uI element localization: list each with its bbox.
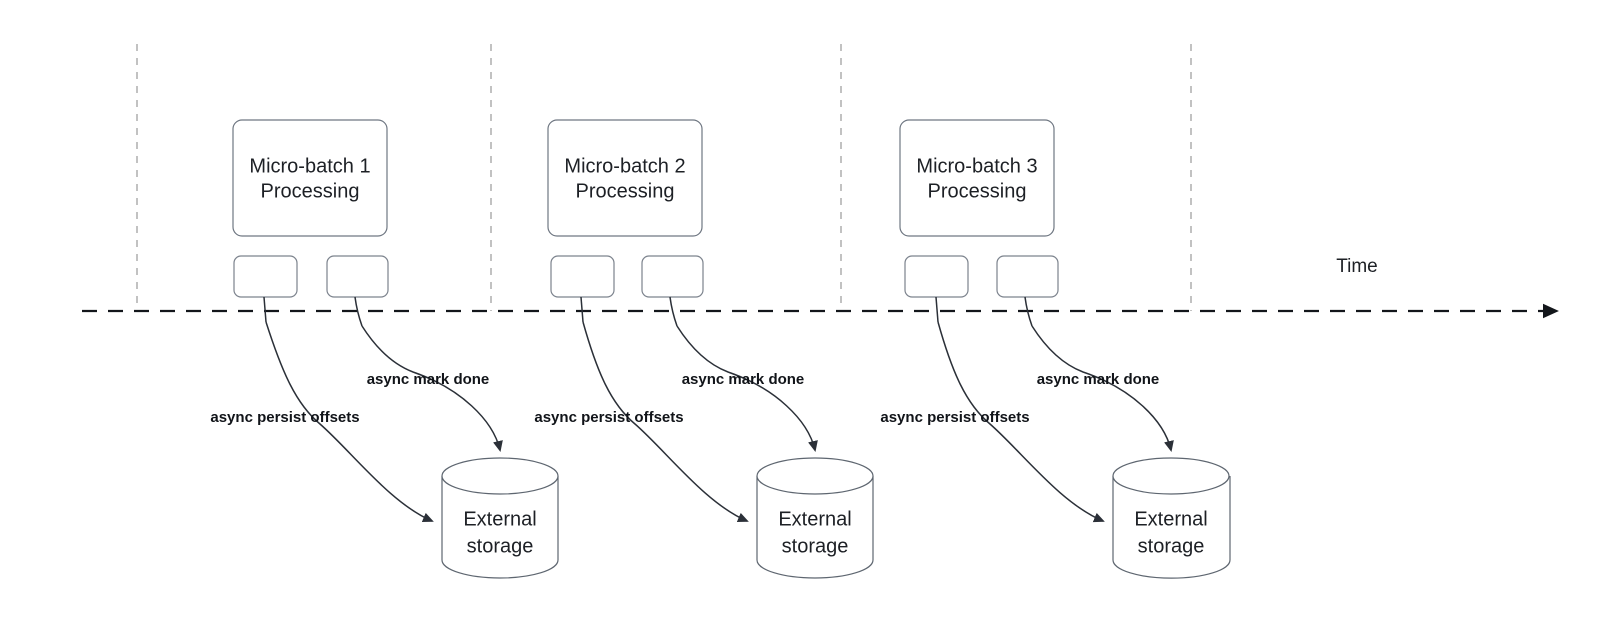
external-storage-cylinder-top-2 (756, 457, 874, 495)
micro-batch-1-stem-b (354, 296, 363, 327)
micro-batch-2-stem-b (669, 296, 678, 327)
micro-batch-3-label-line2: Processing (928, 180, 1027, 202)
external-storage-cylinder-top-1 (441, 457, 559, 495)
external-storage-cylinder-top-3 (1112, 457, 1230, 495)
async-mark-done-arrow-2 (676, 325, 818, 452)
async-persist-offsets-arrow-3 (937, 321, 1105, 523)
micro-batch-3-label-line1: Micro-batch 3 (916, 155, 1037, 177)
micro-batch-1-label-line1: Micro-batch 1 (249, 155, 370, 177)
micro-batch-2-task-box-b[interactable] (641, 255, 704, 298)
external-storage-label-3-line2: storage (1138, 535, 1205, 557)
timeline-axis: Time (82, 256, 1559, 319)
micro-batch-3-task-box-a[interactable] (904, 255, 969, 298)
micro-batch-1-task-box-a[interactable] (233, 255, 298, 298)
micro-batch-1-task-box-b[interactable] (326, 255, 389, 298)
batch-group-2: Micro-batch 2 Processing async persist o… (534, 119, 874, 579)
micro-batch-2-task-box-a[interactable] (550, 255, 615, 298)
batch-group-1: Micro-batch 1 Processing async persist o… (210, 119, 559, 579)
micro-batch-1-stem-a (263, 296, 267, 323)
micro-batch-2-box[interactable] (547, 119, 703, 237)
tick-line-group (136, 44, 1192, 311)
async-mark-done-arrow-3 (1031, 325, 1174, 452)
external-storage-cylinder-3[interactable] (1112, 476, 1231, 579)
async-persist-offsets-label-2: async persist offsets (534, 409, 683, 426)
external-storage-label-3-line1: External (1134, 508, 1207, 530)
async-persist-offsets-arrow-1 (265, 321, 434, 523)
async-persist-offsets-label-1: async persist offsets (210, 409, 359, 426)
async-persist-offsets-label-3: async persist offsets (880, 409, 1029, 426)
micro-batch-3-stem-a (935, 296, 939, 323)
micro-batch-3-box[interactable] (899, 119, 1055, 237)
external-storage-label-1-line2: storage (467, 535, 534, 557)
micro-batch-2-label-line1: Micro-batch 2 (564, 155, 685, 177)
micro-batch-1-box[interactable] (232, 119, 388, 237)
micro-batch-3-task-box-b[interactable] (996, 255, 1059, 298)
external-storage-label-2-line2: storage (782, 535, 849, 557)
async-mark-done-arrow-1 (361, 325, 503, 452)
external-storage-label-1-line1: External (463, 508, 536, 530)
external-storage-label-2-line1: External (778, 508, 851, 530)
async-mark-done-label-2: async mark done (682, 371, 805, 388)
micro-batch-3-stem-b (1024, 296, 1033, 327)
micro-batch-2-stem-a (580, 296, 584, 323)
async-mark-done-label-1: async mark done (367, 371, 490, 388)
external-storage-cylinder-1[interactable] (441, 476, 559, 579)
external-storage-cylinder-2[interactable] (756, 476, 874, 579)
batch-group-3: Micro-batch 3 Processing async persist o… (880, 119, 1231, 579)
micro-batch-1-label-line2: Processing (261, 180, 360, 202)
time-axis-label: Time (1336, 256, 1378, 277)
async-persist-offsets-arrow-2 (582, 321, 749, 523)
micro-batch-2-label-line2: Processing (576, 180, 675, 202)
async-mark-done-label-3: async mark done (1037, 371, 1160, 388)
